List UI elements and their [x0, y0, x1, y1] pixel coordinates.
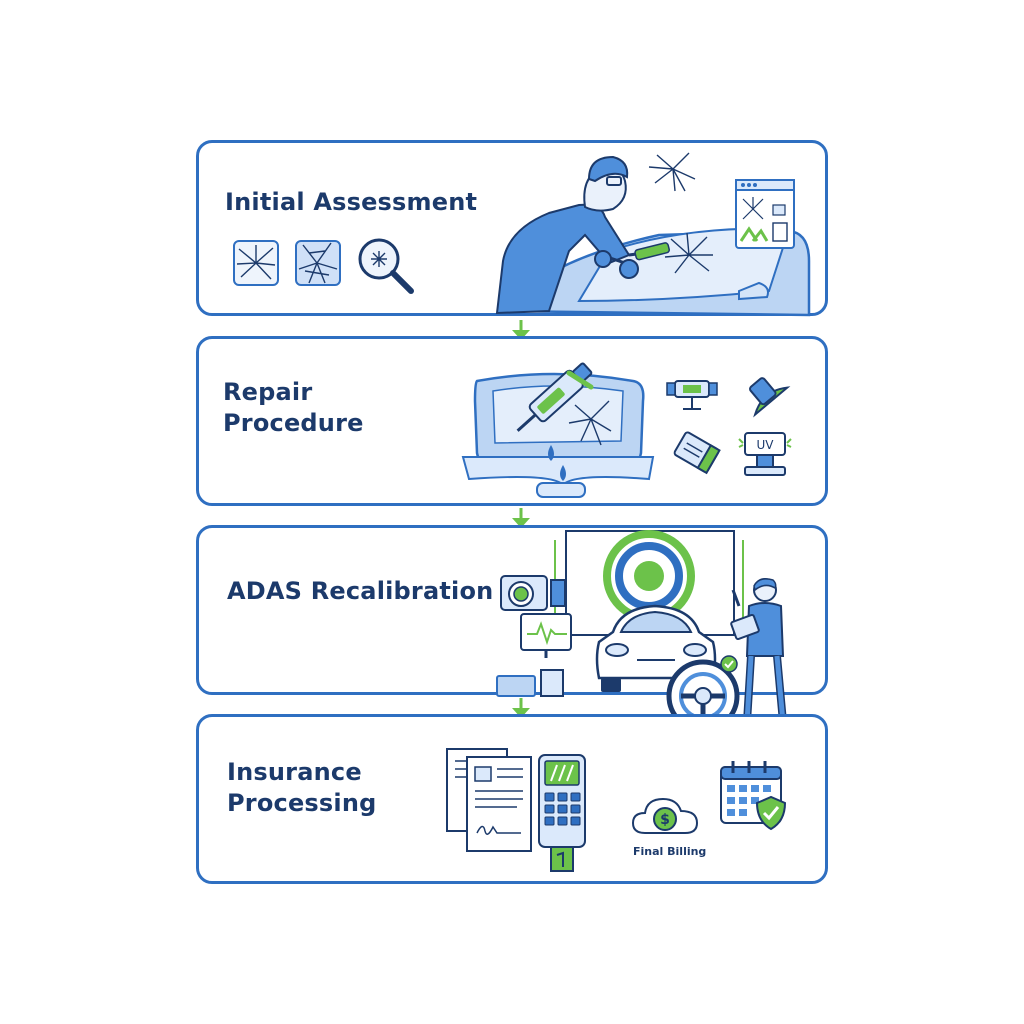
scraper-icon: [673, 431, 721, 475]
step-title: ADAS Recalibration: [227, 576, 493, 607]
steering-wheel-icon: [666, 655, 740, 733]
step-title-line: Initial Assessment: [225, 188, 478, 216]
windshield-icon: [461, 372, 655, 498]
tool-bridge-icon: [666, 380, 718, 410]
camera-icon: [496, 575, 566, 697]
step-card-repair-procedure: Repair Procedure: [196, 336, 828, 506]
step-title-line: ADAS Recalibration: [227, 577, 494, 605]
resin-injector-icon: [516, 362, 594, 432]
step-card-insurance-processing: Insurance Processing $ Final Billing: [196, 714, 828, 884]
suction-cup-icon: [749, 377, 791, 418]
claim-documents-icon: [446, 748, 532, 852]
magnifier-icon: [358, 238, 414, 294]
shattered-glass-icon: [295, 240, 341, 286]
inspection-report-icon: [735, 179, 795, 249]
step-title-line: Repair: [223, 378, 313, 406]
uv-lamp-icon: UV: [738, 432, 792, 476]
svg-text:UV: UV: [757, 438, 775, 452]
step-card-initial-assessment: Initial Assessment: [196, 140, 828, 317]
svg-text:$: $: [660, 812, 670, 828]
cloud-dollar-icon: $: [631, 797, 699, 834]
technician-inspecting-windshield-icon: [495, 152, 811, 317]
diagnostic-monitor-icon: [520, 613, 572, 658]
calibration-target-icon: [554, 530, 744, 636]
step-title-line: Processing: [227, 789, 377, 817]
step-title-line: Insurance: [227, 758, 362, 786]
final-billing-label: Final Billing: [633, 845, 707, 858]
technician-tablet-icon: [730, 578, 787, 723]
step-title: Repair Procedure: [223, 377, 364, 439]
flow-arrow-icon: [512, 508, 530, 528]
step-title: Initial Assessment: [225, 187, 477, 218]
calendar-check-icon: [720, 761, 787, 831]
payment-terminal-icon: [538, 754, 586, 872]
flow-arrow-icon: [512, 320, 530, 340]
step-title-line: Procedure: [223, 409, 364, 437]
flow-arrow-icon: [512, 698, 530, 718]
step-title: Insurance Processing: [227, 757, 376, 819]
cracked-glass-icon: [233, 240, 279, 286]
step-card-adas-recalibration: ADAS Recalibration: [196, 525, 828, 733]
